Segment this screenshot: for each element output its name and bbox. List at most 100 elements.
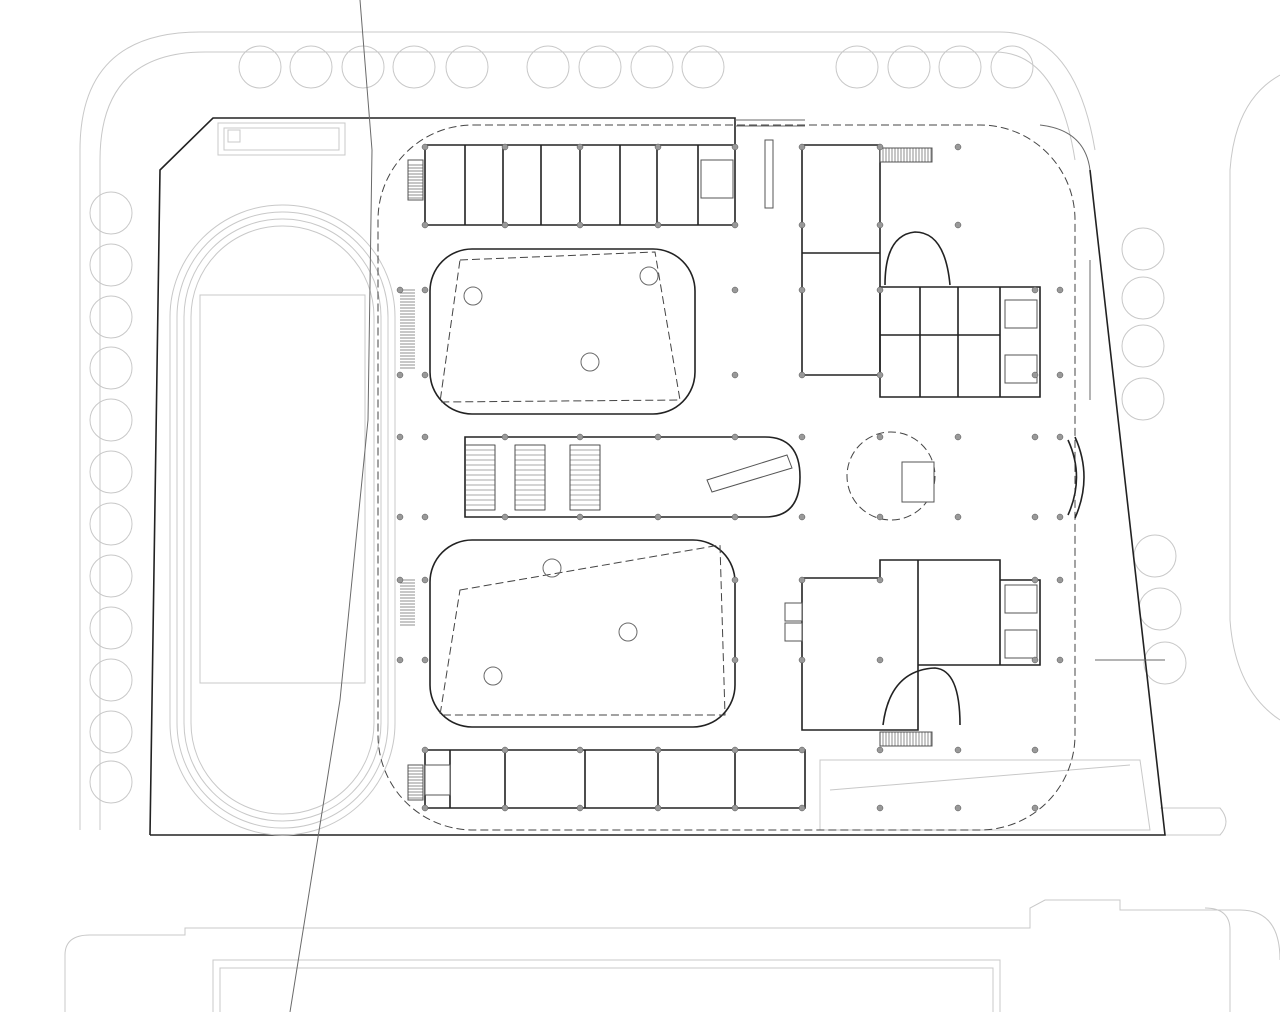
column	[421, 576, 429, 584]
tree	[89, 710, 133, 754]
tree	[89, 760, 133, 804]
column	[1031, 513, 1039, 521]
column	[731, 576, 739, 584]
column	[1031, 371, 1039, 379]
tree	[89, 243, 133, 287]
tree	[445, 45, 489, 89]
column	[396, 513, 404, 521]
column	[1031, 804, 1039, 812]
tree	[238, 45, 282, 89]
tree	[89, 450, 133, 494]
tree	[1133, 534, 1177, 578]
column	[731, 286, 739, 294]
column	[954, 804, 962, 812]
tree	[289, 45, 333, 89]
column	[421, 804, 429, 812]
tree	[578, 45, 622, 89]
tree	[89, 554, 133, 598]
column	[421, 221, 429, 229]
column	[576, 433, 584, 441]
court-upper	[429, 248, 696, 415]
classroom-block-south	[407, 749, 806, 809]
grid-axis-line	[289, 0, 373, 1012]
column	[798, 513, 806, 521]
tree	[89, 295, 133, 339]
column	[421, 433, 429, 441]
column	[1056, 371, 1064, 379]
tree	[887, 45, 931, 89]
column	[798, 656, 806, 664]
central-stairs	[464, 444, 601, 511]
column	[501, 746, 509, 754]
column	[798, 371, 806, 379]
column	[876, 221, 884, 229]
column	[1031, 286, 1039, 294]
column	[731, 433, 739, 441]
tree	[1121, 324, 1165, 368]
column	[876, 143, 884, 151]
column	[501, 804, 509, 812]
tree	[392, 45, 436, 89]
tree	[630, 45, 674, 89]
column	[1031, 433, 1039, 441]
column	[954, 513, 962, 521]
column	[396, 433, 404, 441]
tree	[89, 502, 133, 546]
tree	[526, 45, 570, 89]
column	[396, 371, 404, 379]
column	[421, 371, 429, 379]
column	[876, 746, 884, 754]
classroom-block-north	[407, 139, 774, 226]
entrance-canopy	[1067, 436, 1085, 519]
column	[576, 221, 584, 229]
column	[421, 286, 429, 294]
column	[731, 656, 739, 664]
round-stair	[846, 431, 936, 521]
column	[421, 513, 429, 521]
column	[876, 804, 884, 812]
column	[876, 513, 884, 521]
running-track	[169, 122, 396, 836]
column	[876, 433, 884, 441]
column	[1056, 576, 1064, 584]
column	[731, 804, 739, 812]
tree	[1121, 227, 1165, 271]
tree	[89, 346, 133, 390]
column	[654, 746, 662, 754]
surrounding-roads	[64, 31, 1280, 1012]
column	[798, 746, 806, 754]
auditorium-block-southeast	[784, 559, 1041, 747]
column	[954, 143, 962, 151]
column	[1056, 286, 1064, 294]
column	[576, 143, 584, 151]
column	[1056, 513, 1064, 521]
column	[954, 433, 962, 441]
column	[731, 371, 739, 379]
column	[798, 433, 806, 441]
column	[1031, 576, 1039, 584]
tree	[1143, 641, 1187, 685]
column	[576, 804, 584, 812]
column	[954, 746, 962, 754]
column	[654, 433, 662, 441]
column	[501, 143, 509, 151]
column	[421, 656, 429, 664]
column	[576, 513, 584, 521]
tree	[1121, 276, 1165, 320]
column	[576, 746, 584, 754]
court-lower	[429, 539, 736, 728]
column	[731, 513, 739, 521]
structural-columns	[396, 143, 1064, 812]
column	[876, 286, 884, 294]
column	[876, 576, 884, 584]
column	[731, 221, 739, 229]
tree	[681, 45, 725, 89]
column	[731, 746, 739, 754]
site-boundary	[149, 117, 1166, 836]
column	[396, 286, 404, 294]
central-stair-hall	[464, 436, 801, 518]
tree	[990, 45, 1034, 89]
column	[396, 576, 404, 584]
